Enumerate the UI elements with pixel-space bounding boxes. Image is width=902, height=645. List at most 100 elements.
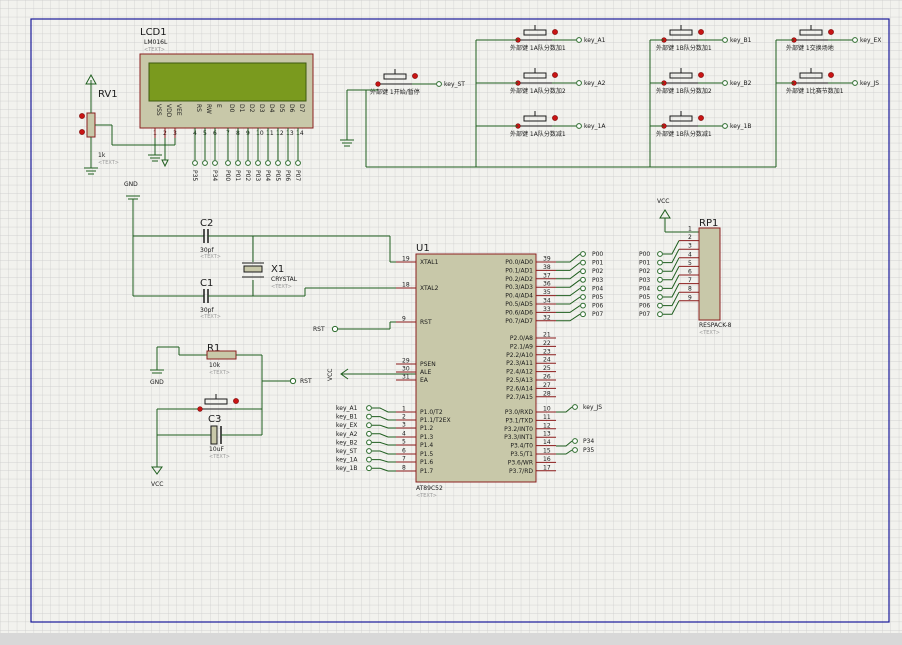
lcd-terminal[interactable] xyxy=(275,160,281,166)
rp1-terminal-label: P04 xyxy=(639,285,650,292)
p0-terminal[interactable] xyxy=(580,311,586,318)
lcd-module[interactable]: LCD1 LM016L <TEXT> VSS1VDD2VEE3RS4RW5E6D… xyxy=(139,27,314,181)
button-bus-wiring xyxy=(340,40,777,168)
rp1-terminal[interactable] xyxy=(657,259,663,266)
key-net-terminal[interactable] xyxy=(576,123,582,129)
u1-pin-number: 39 xyxy=(543,256,551,263)
svg-text:GND: GND xyxy=(150,379,164,386)
p1-terminal[interactable] xyxy=(366,413,372,420)
svg-text:10k: 10k xyxy=(209,362,221,369)
rp1-terminal[interactable] xyxy=(657,294,663,300)
x1-crystal[interactable]: X1 CRYSTAL <TEXT> xyxy=(242,236,298,296)
p0-terminal[interactable] xyxy=(580,251,586,257)
rp1-terminal[interactable] xyxy=(657,285,663,292)
u1-pin-number: 22 xyxy=(543,340,551,347)
u1-pin-number: 4 xyxy=(402,431,406,438)
lcd-terminal[interactable] xyxy=(192,160,198,166)
rp1-pin-number: 4 xyxy=(688,251,692,258)
p1-terminal[interactable] xyxy=(366,405,372,411)
lcd-terminal[interactable] xyxy=(245,160,251,166)
rp1-resistor-pack[interactable]: VCC RP1 RESPACK-8 <TEXT> 123456789P00P01… xyxy=(639,198,732,336)
c2-capacitor[interactable]: C2 30pf <TEXT> xyxy=(133,218,390,260)
lcd-pin-name: RS xyxy=(195,104,202,112)
lcd-pin-name: E xyxy=(215,104,222,108)
key-net-label: key_ST xyxy=(444,81,465,88)
p1-terminal[interactable] xyxy=(366,422,372,429)
key-net-terminal[interactable] xyxy=(852,80,858,86)
u1-pin-name: P1.7 xyxy=(420,468,433,475)
key-net-terminal[interactable] xyxy=(852,37,858,43)
lcd-pin-name: D1 xyxy=(238,104,245,113)
key-net-terminal[interactable] xyxy=(722,80,728,86)
key-button[interactable]: key_ST 外部键 1开始/暂停 xyxy=(370,69,465,96)
u1-pin-number: 31 xyxy=(402,374,410,381)
p3-terminal[interactable] xyxy=(572,447,578,453)
key-net-terminal[interactable] xyxy=(576,37,582,43)
key-button-label: 外部键 1开始/暂停 xyxy=(370,88,420,96)
u1-pin-name: RST xyxy=(420,319,432,326)
key-button-label: 外部键 1B队分数加1 xyxy=(656,44,712,52)
rp1-terminal-label: P03 xyxy=(639,277,650,284)
key-net-terminal[interactable] xyxy=(722,37,728,43)
p0-terminal[interactable] xyxy=(580,259,586,266)
key-button-label: 外部键 1交换场地 xyxy=(786,44,834,52)
rp1-terminal[interactable] xyxy=(657,302,663,309)
rp1-terminal[interactable] xyxy=(657,268,663,275)
key-net-label: key_EX xyxy=(860,37,881,44)
lcd-terminal[interactable] xyxy=(225,160,231,166)
rp1-terminal[interactable] xyxy=(657,311,663,318)
lcd-terminal[interactable] xyxy=(265,160,271,166)
u1-pin-name: P3.5/T1 xyxy=(510,451,533,458)
svg-text:10uF: 10uF xyxy=(209,446,224,453)
p0-terminal[interactable] xyxy=(580,268,586,275)
p0-terminal[interactable] xyxy=(580,294,586,300)
rp1-terminal[interactable] xyxy=(657,276,663,283)
p1-terminal-label: key_B2 xyxy=(336,439,358,446)
u1-pin-name: P1.1/T2EX xyxy=(420,417,451,424)
svg-text:<TEXT>: <TEXT> xyxy=(209,454,230,460)
p3-terminal[interactable] xyxy=(572,438,578,444)
key-net-terminal[interactable] xyxy=(576,80,582,86)
start-button[interactable]: key_ST 外部键 1开始/暂停 xyxy=(366,69,465,96)
svg-text:U1: U1 xyxy=(416,243,430,254)
p1-terminal[interactable] xyxy=(366,456,372,463)
rp1-terminal[interactable] xyxy=(657,251,663,257)
u1-pin-name: XTAL1 xyxy=(420,259,439,266)
p0-terminal[interactable] xyxy=(580,285,586,292)
lcd-pin-name: D3 xyxy=(258,104,265,113)
p1-terminal[interactable] xyxy=(366,465,372,472)
key-net-terminal[interactable] xyxy=(436,81,442,87)
p1-terminal[interactable] xyxy=(366,430,372,437)
svg-text:<TEXT>: <TEXT> xyxy=(209,370,230,376)
lcd-terminal[interactable] xyxy=(255,160,261,166)
lcd-terminal[interactable] xyxy=(235,160,241,166)
lcd-terminal[interactable] xyxy=(295,160,301,166)
lcd-terminal-label: P03 xyxy=(254,170,261,181)
u1-pin-number: 25 xyxy=(543,365,551,372)
u1-pin-name: P0.0/AD0 xyxy=(505,259,533,266)
lcd-terminal[interactable] xyxy=(285,160,291,166)
p0-terminal-label: P05 xyxy=(592,294,603,301)
c1-capacitor[interactable]: C1 30pf <TEXT> xyxy=(133,278,305,320)
lcd-terminal-label: P05 xyxy=(274,170,281,181)
lcd-terminal[interactable] xyxy=(202,160,208,166)
reset-circuit[interactable]: GND R1 10k <TEXT> RST C3 10uF <TEXT> V xyxy=(150,343,312,488)
p1-terminal[interactable] xyxy=(366,439,372,446)
p1-terminal[interactable] xyxy=(366,448,372,454)
key-button[interactable]: key_EX 外部键 1交换场地 xyxy=(786,25,881,52)
p0-terminal[interactable] xyxy=(580,302,586,309)
p3-terminal[interactable] xyxy=(572,404,578,410)
lcd-terminal[interactable] xyxy=(212,160,218,166)
rp1-pin-number: 3 xyxy=(688,243,692,250)
u1-pin-number: 23 xyxy=(543,348,551,355)
p0-terminal[interactable] xyxy=(580,276,586,283)
key-net-terminal[interactable] xyxy=(722,123,728,129)
